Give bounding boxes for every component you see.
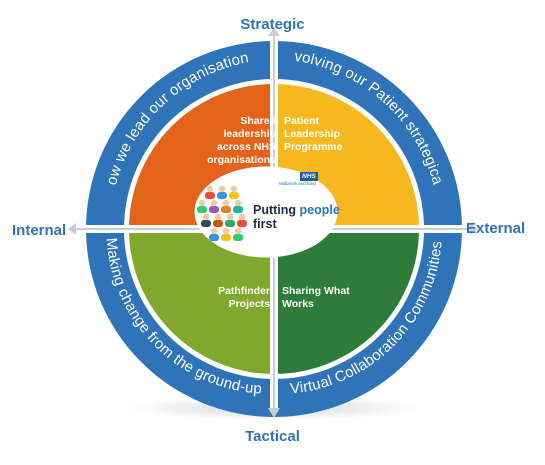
person-head <box>238 213 246 221</box>
person-body <box>221 206 231 213</box>
quadrant-line: Shared <box>240 115 276 127</box>
person-head <box>210 227 218 235</box>
person-head <box>222 227 230 235</box>
person-head <box>234 199 242 207</box>
center-title-part2: first <box>253 217 277 231</box>
quadrant-line: Programme <box>284 141 343 153</box>
people-collage-image <box>197 185 247 241</box>
quadrant-line: Pathfinder <box>218 285 270 297</box>
arrow-right-icon <box>470 223 478 235</box>
quadrant-line: leadership <box>223 128 276 140</box>
arrow-left-icon <box>68 223 76 235</box>
person-head <box>226 213 234 221</box>
person-body <box>197 206 207 213</box>
person-head <box>214 213 222 221</box>
person-body <box>201 220 211 227</box>
person-head <box>230 185 238 193</box>
person-body <box>209 234 219 241</box>
quadrant-label-top-right: Patient Leadership Programme <box>284 115 374 154</box>
quadrant-sharing-what-works <box>274 229 419 374</box>
person-body <box>233 206 243 213</box>
person-body <box>225 220 235 227</box>
quadrant-line: Works <box>282 298 314 310</box>
axis-label-external: External <box>466 220 526 237</box>
quadrant-line: Sharing What <box>282 285 350 297</box>
person-body <box>209 206 219 213</box>
person-head <box>210 199 218 207</box>
axis-label-strategic: Strategic <box>240 16 305 33</box>
quadrant-label-top-left: Shared leadership across NHS organisatio… <box>182 115 276 167</box>
quadrant-line: Projects <box>228 298 270 310</box>
arrow-down-icon <box>268 408 280 418</box>
nhs-logo: NHS <box>300 172 318 181</box>
arrow-up-icon <box>268 28 280 36</box>
person-head <box>206 185 214 193</box>
quadrant-line: across NHS <box>217 141 276 153</box>
person-head <box>218 185 226 193</box>
person-head <box>202 213 210 221</box>
nhs-region-label: Midlands and East <box>278 181 316 186</box>
person-head <box>222 199 230 207</box>
center-title-highlight: people <box>299 203 340 217</box>
quadrant-line: organisations <box>207 154 276 166</box>
person-body <box>233 234 243 241</box>
person-body <box>213 220 223 227</box>
quadrant-label-bottom-right: Sharing What Works <box>282 285 372 311</box>
center-title-part1: Putting <box>253 203 300 217</box>
center-title: Putting people first <box>253 203 343 231</box>
person-head <box>198 199 206 207</box>
axis-label-internal: Internal <box>12 222 67 239</box>
quadrant-line: Leadership <box>284 128 341 140</box>
quadrant-line: Patient <box>284 115 320 127</box>
person-head <box>234 227 242 235</box>
person-body <box>205 192 215 199</box>
person-body <box>237 220 247 227</box>
person-body <box>221 234 231 241</box>
axis-label-tactical: Tactical <box>245 428 300 445</box>
quadrant-pathfinder-projects <box>129 229 274 374</box>
person-body <box>229 192 239 199</box>
person-body <box>217 192 227 199</box>
quadrant-label-bottom-left: Pathfinder Projects <box>176 285 270 311</box>
